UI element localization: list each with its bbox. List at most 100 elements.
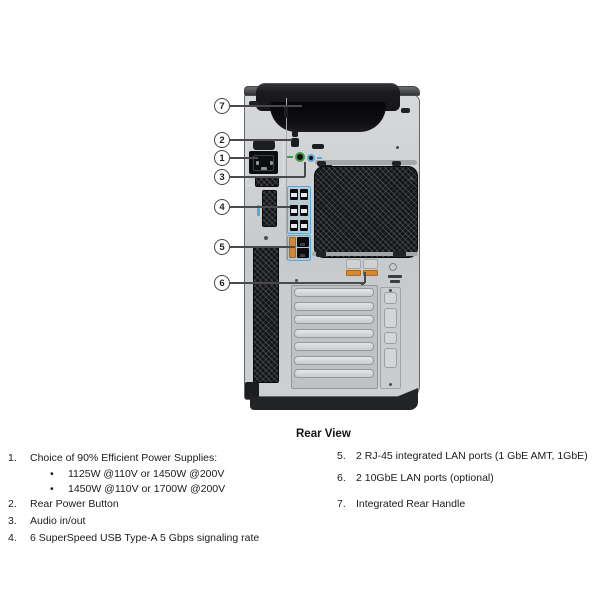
- fan-screw: [316, 251, 326, 257]
- slot-latch: [384, 308, 397, 328]
- legend-item-5-number: 5.: [337, 450, 346, 462]
- bullet-icon: •: [50, 468, 54, 480]
- audio-out-jack: [295, 152, 305, 162]
- inlet-pin: [256, 161, 259, 165]
- usb-port: [290, 220, 298, 231]
- legend-item-5-text: 2 RJ-45 integrated LAN ports (1 GbE AMT,…: [356, 450, 588, 462]
- usb-port: [300, 220, 308, 231]
- fan-screw: [393, 251, 406, 257]
- slot-cover: [294, 342, 374, 351]
- vent-blue-marker: [257, 205, 260, 216]
- legend-item-7: 7. Integrated Rear Handle: [337, 498, 597, 511]
- callout-line-3: [230, 176, 305, 178]
- legend-item-1-text: Choice of 90% Efficient Power Supplies:: [30, 452, 218, 464]
- legend-item-2-text: Rear Power Button: [30, 498, 119, 510]
- callout-1-number: 1: [219, 152, 225, 164]
- legend-item-5: 5. 2 RJ-45 integrated LAN ports (1 GbE A…: [337, 450, 597, 463]
- legend-item-2-number: 2.: [8, 498, 17, 510]
- callout-4-number: 4: [219, 201, 225, 213]
- slot-cover: [294, 315, 374, 324]
- rear-power-button: [291, 138, 299, 147]
- legend-item-1-bullet-2-text: 1450W @110V or 1700W @200V: [68, 483, 226, 495]
- power-inlet-c14: [249, 151, 278, 174]
- legend-item-3-number: 3.: [8, 515, 17, 527]
- legend-item-4: 4. 6 SuperSpeed USB Type-A 5 Gbps signal…: [8, 532, 308, 545]
- usb-port: [290, 205, 298, 216]
- legend-item-6-text: 2 10GbE LAN ports (optional): [356, 472, 494, 484]
- usb-port: [290, 189, 298, 200]
- inlet-pin: [270, 161, 273, 165]
- callout-line-2: [230, 139, 292, 141]
- rj45-port: [297, 248, 309, 258]
- case-foot: [245, 382, 259, 399]
- callout-line-7: [230, 105, 302, 107]
- callout-5: 5: [214, 239, 230, 255]
- rear-handle-recess: [270, 102, 386, 132]
- callout-line-6-riser: [364, 272, 366, 283]
- power-led: [292, 131, 298, 137]
- legend-item-1-bullet-2: • 1450W @110V or 1700W @200V: [50, 483, 310, 496]
- slot-cover: [294, 369, 374, 378]
- audio-in-jack: [307, 154, 315, 162]
- slot-cover: [294, 329, 374, 338]
- vent-slot: [284, 105, 288, 118]
- slot-latch: [384, 348, 397, 368]
- legend-item-3-text: Audio in/out: [30, 515, 86, 527]
- callout-4: 4: [214, 199, 230, 215]
- screw-dot: [396, 146, 399, 149]
- power-inlet-detail: [253, 155, 274, 171]
- 10gbe-port-cover: [363, 270, 378, 276]
- fan-screw: [392, 161, 401, 166]
- audio-green-mark: [287, 156, 293, 158]
- side-vent-lower: [253, 246, 279, 383]
- fan-grille: [314, 166, 418, 258]
- padlock-loop: [390, 280, 400, 283]
- callout-1: 1: [214, 150, 230, 166]
- callout-6-number: 6: [219, 277, 225, 289]
- legend-item-6-number: 6.: [337, 472, 346, 484]
- callout-line-1: [230, 157, 258, 159]
- usb-port: [300, 189, 308, 200]
- legend-item-3: 3. Audio in/out: [8, 515, 308, 528]
- legend-item-6: 6. 2 10GbE LAN ports (optional): [337, 472, 597, 485]
- punchout-cover: [346, 259, 361, 269]
- screw-dot: [295, 279, 298, 282]
- psu-latch: [253, 140, 275, 150]
- vent-dash: [312, 144, 324, 149]
- screw-dot: [410, 177, 413, 180]
- rj45-port: [297, 237, 309, 247]
- callout-6: 6: [214, 275, 230, 291]
- panel-seam: [286, 98, 287, 260]
- lan-blank-plate: [289, 237, 296, 258]
- legend-item-1-bullet-1-text: 1125W @110V or 1450W @200V: [68, 468, 225, 480]
- callout-2-number: 2: [219, 134, 225, 146]
- callout-7: 7: [214, 98, 230, 114]
- audio-blue-mark: [317, 157, 322, 159]
- legend-item-1: 1. Choice of 90% Efficient Power Supplie…: [8, 452, 308, 465]
- callout-line-6: [230, 282, 365, 284]
- screw-dot: [389, 383, 392, 386]
- inlet-pin: [261, 167, 267, 170]
- slot-cover: [294, 356, 374, 365]
- legend-item-4-text: 6 SuperSpeed USB Type-A 5 Gbps signaling…: [30, 532, 260, 544]
- callout-5-number: 5: [219, 241, 225, 253]
- punchout-cover: [363, 259, 378, 269]
- slot-latch: [384, 332, 397, 344]
- callout-3: 3: [214, 169, 230, 185]
- usb-port: [300, 205, 308, 216]
- padlock-loop: [388, 275, 402, 278]
- callout-line-5: [230, 246, 295, 248]
- legend-item-2: 2. Rear Power Button: [8, 498, 308, 511]
- callout-7-number: 7: [219, 100, 225, 112]
- legend-item-7-text: Integrated Rear Handle: [356, 498, 466, 510]
- thumbscrew: [249, 101, 259, 106]
- bullet-icon: •: [50, 483, 54, 495]
- fan-top-groove: [315, 160, 417, 165]
- 10gbe-port-cover: [346, 270, 361, 276]
- slot-latch: [384, 292, 397, 304]
- screw-dot: [361, 283, 364, 286]
- legend-item-1-bullet-1: • 1125W @110V or 1450W @200V: [50, 468, 310, 481]
- slot-cover: [294, 288, 374, 297]
- kensington-slot: [389, 263, 397, 271]
